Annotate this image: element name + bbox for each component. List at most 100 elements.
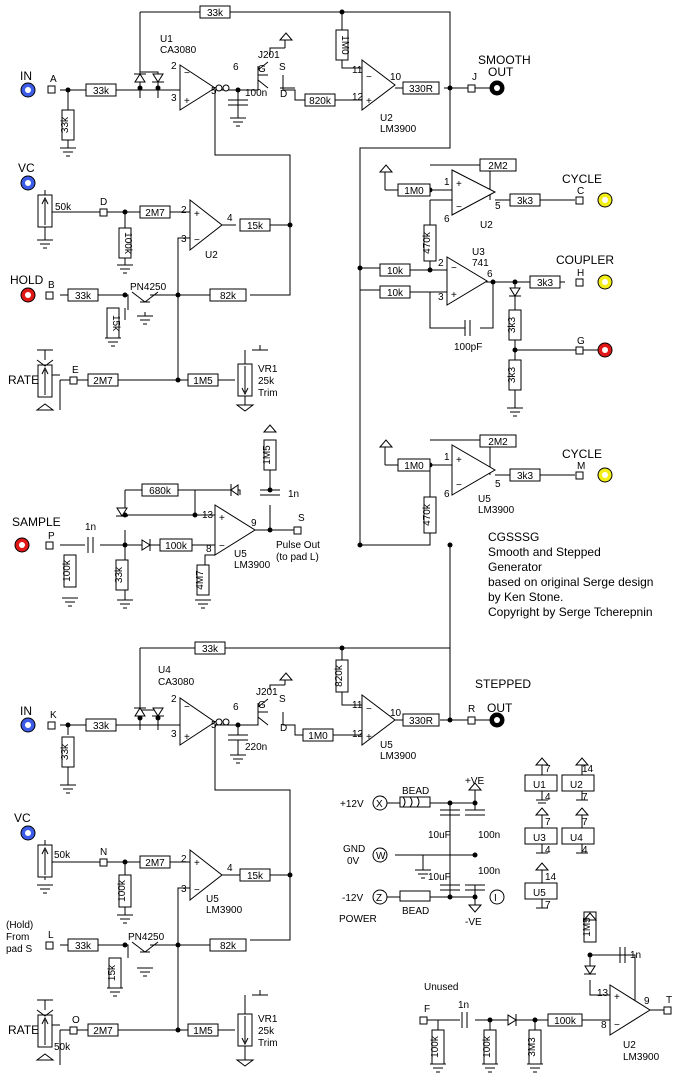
svg-text:4: 4 <box>227 863 233 874</box>
pve-label: +VE <box>465 776 485 787</box>
pinout-u2: U2 <box>570 780 583 791</box>
gnd-0v: 0V <box>347 856 360 867</box>
u2a-label: U2 <box>380 113 393 124</box>
svg-text:+: + <box>614 992 620 1003</box>
svg-text:4: 4 <box>227 213 233 224</box>
coupler-label: COUPLER <box>556 253 614 267</box>
r330r-1: 330R <box>409 84 433 95</box>
u5-d-type: LM3900 <box>206 905 243 916</box>
svg-text:9: 9 <box>644 996 650 1007</box>
r2m2-2: 2M2 <box>488 437 508 448</box>
r820k-2: 820k <box>334 664 345 687</box>
cap-100pf: 100pF <box>454 342 482 353</box>
pin-f: F <box>424 1004 430 1015</box>
svg-text:2: 2 <box>181 854 187 865</box>
u2-c-label: U2 <box>480 220 493 231</box>
ic-pinout <box>524 757 595 909</box>
r3k3-c: 3k3 <box>517 196 534 207</box>
c100b: 100n <box>478 866 500 877</box>
r33k-1: 33k <box>207 8 224 19</box>
r1m5-s: 1M5 <box>262 445 273 465</box>
svg-text:11: 11 <box>352 700 363 711</box>
pn-a: PN4250 <box>130 282 167 293</box>
svg-text:8: 8 <box>206 544 212 555</box>
r1m5-o: 1M5 <box>193 1026 213 1037</box>
svg-text:−: − <box>456 480 462 491</box>
pinout-4a: 4 <box>545 792 551 803</box>
r100k-f1: 100k <box>430 1035 441 1058</box>
svg-text:3: 3 <box>181 234 187 245</box>
wiring <box>44 11 665 1065</box>
svg-text:6: 6 <box>444 489 450 500</box>
r100k-s: 100k <box>165 541 188 552</box>
c100a: 100n <box>478 830 500 841</box>
info-line-4: based on original Serge design <box>488 575 653 589</box>
svg-text:+: + <box>194 858 200 869</box>
cycle-a-label: CYCLE <box>562 172 602 186</box>
bead-2: BEAD <box>402 906 429 917</box>
r15k-b: 15k <box>110 315 121 332</box>
pinout-u4: U4 <box>570 833 583 844</box>
transistors <box>131 61 269 953</box>
svg-text:−: − <box>614 1020 620 1031</box>
pin-s: S <box>298 513 305 524</box>
pinout-14e: 14 <box>545 872 557 883</box>
pinout-4d: 4 <box>582 845 588 856</box>
pin-a: A <box>50 74 57 85</box>
u1-label: U1 <box>160 34 173 45</box>
j201-b: J201 <box>256 687 278 698</box>
pin-k: K <box>50 710 57 721</box>
c1n-p: 1n <box>85 522 96 533</box>
u5-c-type: LM3900 <box>478 505 515 516</box>
pin-g-tr: G <box>258 64 266 75</box>
info-title: CGSSSG <box>488 530 539 544</box>
svg-text:2: 2 <box>438 258 444 269</box>
sample-label: SAMPLE <box>12 515 61 529</box>
pin-b: B <box>48 280 55 291</box>
labels: U1 CA3080 J201 G S D 6 100n U2 LM3900 J … <box>6 34 672 1063</box>
diodes <box>116 73 596 1026</box>
pin-s-tr: S <box>279 62 286 73</box>
pin-c: C <box>577 186 584 197</box>
svg-text:+: + <box>451 290 457 301</box>
pin-s-tr-2: S <box>279 694 286 705</box>
svg-text:+: + <box>366 96 372 107</box>
r2m7-o: 2M7 <box>93 1026 113 1037</box>
u2a-type: LM3900 <box>380 124 417 135</box>
r33k-2: 33k <box>93 86 110 97</box>
u5a-label: U5 <box>234 549 247 560</box>
in-k-label: IN <box>20 704 32 718</box>
pn-b: PN4250 <box>128 932 165 943</box>
bead-1: BEAD <box>402 786 429 797</box>
rate-o-label: RATE <box>8 1023 39 1037</box>
c1n-s: 1n <box>288 489 299 500</box>
r820k-1: 820k <box>309 96 332 107</box>
u4-type: CA3080 <box>158 677 195 688</box>
svg-text:5: 5 <box>211 720 217 731</box>
pin-j: J <box>472 72 477 83</box>
out-r-label: OUT <box>487 701 513 715</box>
r1m0-m: 1M0 <box>404 461 424 472</box>
c100n: 100n <box>245 88 267 99</box>
r2m7-1: 2M7 <box>145 208 165 219</box>
svg-text:−: − <box>194 885 200 896</box>
pinout-7c: 7 <box>545 817 551 828</box>
svg-text:+: + <box>194 209 200 220</box>
pinout-7d: 7 <box>582 817 588 828</box>
u5b-label: U5 <box>380 740 393 751</box>
r1m0-1: 1M0 <box>339 35 350 55</box>
cycle-b-label: CYCLE <box>562 447 602 461</box>
r100k-p: 100k <box>62 559 73 582</box>
c1n-t: 1n <box>630 950 641 961</box>
r100k-f2: 100k <box>482 1035 493 1058</box>
svg-text:−: − <box>456 202 462 213</box>
r10k-1: 10k <box>387 266 404 277</box>
svg-text:+: + <box>456 455 462 466</box>
svg-text:10: 10 <box>390 72 402 83</box>
pin-t: T <box>666 995 672 1006</box>
svg-text:13: 13 <box>597 988 609 999</box>
node-6-2: 6 <box>233 702 239 713</box>
pinout-u1: U1 <box>533 780 546 791</box>
pinout-7a: 7 <box>545 764 551 775</box>
r2m7-e: 2M7 <box>93 376 113 387</box>
